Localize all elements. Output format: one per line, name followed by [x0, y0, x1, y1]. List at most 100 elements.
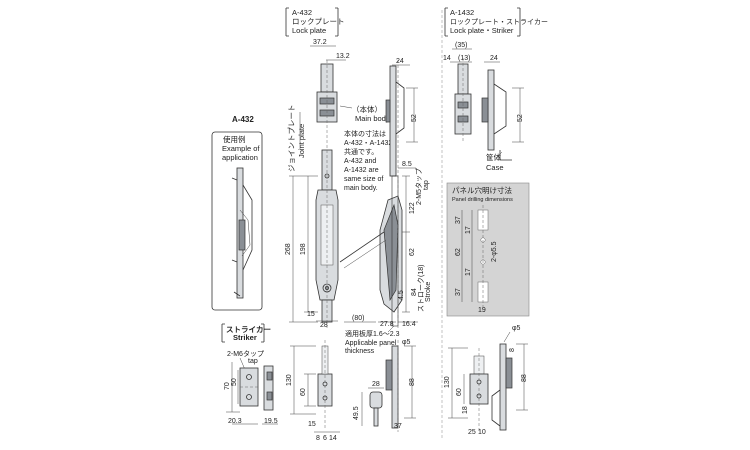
dim-24: 24	[396, 58, 404, 65]
svg-text:A-432 and: A-432 and	[344, 158, 376, 165]
svg-text:main body.: main body.	[344, 185, 378, 192]
dim-37-bot: 37	[455, 288, 462, 296]
dim-18: 18	[462, 406, 469, 414]
dim-13-2: 13.2	[336, 53, 350, 60]
a432-box-en: Lock plate	[292, 26, 326, 35]
a432-striker-front	[317, 340, 333, 430]
a1432-code: A-1432	[450, 8, 474, 17]
size-note: 本体の寸法は A-432・A-1432 共通です。 A-432 and A-14…	[344, 129, 392, 192]
dim-35: (35)	[455, 42, 467, 49]
dim-88: 88	[409, 378, 416, 386]
dim-37b: 37	[394, 423, 402, 430]
dim-62: 62	[409, 248, 416, 256]
dim-5-right: φ5	[512, 325, 521, 332]
dim-8-right: 8	[509, 348, 516, 352]
dim-130b: 130	[444, 376, 451, 388]
striker-title-box: ストライカー Striker	[221, 323, 271, 343]
case-en: Case	[486, 163, 504, 172]
dim-6: 6	[323, 435, 327, 442]
joint-plate-en: Joint plate	[297, 124, 306, 158]
example-en1: Example of	[222, 144, 260, 153]
striker-tap-en: tap	[248, 358, 258, 365]
dim-27-8: 27.8	[380, 321, 394, 328]
svg-text:A-1432 are: A-1432 are	[344, 167, 379, 174]
a432-lockplate-title-box: A-432 ロックプレート Lock plate	[285, 7, 345, 37]
a1432-lockplate-front	[454, 58, 472, 142]
panel-thickness-jp: 適用板厚1.6〜2.3	[345, 329, 400, 338]
panel-thickness-en2: thickness	[345, 348, 375, 355]
a1432-title-box: A-1432 ロックプレート・ストライカー Lock plate・Striker	[444, 7, 548, 37]
main-body-en: Main body	[355, 114, 390, 123]
key-sketch	[369, 391, 383, 427]
dim-5-5: 2-φ5.5	[491, 241, 498, 262]
striker-front-view	[239, 367, 259, 407]
dim-25: 25	[468, 429, 476, 436]
dim-130: 130	[286, 374, 293, 386]
example-box: 使用例 Example of application	[211, 131, 263, 311]
striker-en: Striker	[233, 333, 257, 342]
dim-268: 268	[285, 243, 292, 255]
panel-thickness-en1: Applicable panel	[345, 340, 397, 347]
lock-plate-part	[316, 60, 338, 150]
dim-37-2: 37.2	[313, 39, 327, 46]
dim-62b: 62	[455, 248, 462, 256]
dim-37-top: 37	[455, 216, 462, 224]
svg-text:same size of: same size of	[344, 176, 383, 183]
m5-tap-jp: 2-M5タップ	[414, 168, 423, 205]
a1432-striker-front	[469, 348, 489, 432]
dim-49-5: 49.5	[353, 406, 360, 420]
case-jp: 筐体	[486, 152, 501, 162]
dim-17-top: 17	[465, 226, 472, 234]
striker-side-view	[263, 365, 274, 411]
dim-80: (80)	[352, 315, 364, 322]
main-body-jp: （本体）	[352, 104, 382, 114]
dim-28: 28	[320, 322, 328, 329]
dim-17-bot: 17	[465, 268, 472, 276]
dim-70: 70	[224, 382, 231, 390]
dim-60b: 60	[456, 388, 463, 396]
dim-15b: 15	[308, 421, 316, 428]
striker-jp: ストライカー	[226, 325, 271, 334]
a432-box-jp: ロックプレート	[292, 17, 345, 26]
dim-24b: 24	[490, 55, 498, 62]
main-body-front-view	[315, 149, 339, 330]
dim-19-5: 19.5	[264, 418, 278, 425]
example-en2: application	[222, 153, 258, 162]
dim-50: 50	[231, 378, 238, 386]
dim-28b: 28	[372, 381, 380, 388]
dim-15: 15	[307, 311, 315, 318]
a1432-lockplate-side	[481, 69, 512, 161]
a1432-jp: ロックプレート・ストライカー	[450, 18, 548, 26]
dim-88b: 88	[521, 374, 528, 382]
dim-13p: (13)	[458, 55, 470, 62]
dim-84: 84	[411, 288, 418, 296]
main-body-side-view	[339, 60, 405, 330]
svg-text:共通です。: 共通です。	[344, 147, 378, 156]
dim-198: 198	[300, 243, 307, 255]
dim-60: 60	[300, 388, 307, 396]
dim-8: 8	[316, 435, 320, 442]
dim-16-4: 16.4	[402, 321, 416, 328]
dim-4-5: 4.5	[398, 290, 405, 300]
stroke-en: Stroke	[425, 282, 432, 302]
dim-52: 52	[411, 114, 418, 122]
m5-tap-en: tap	[423, 180, 430, 190]
a1432-en: Lock plate・Striker	[450, 26, 514, 35]
dim-122: 122	[409, 202, 416, 214]
dim-19: 19	[478, 307, 486, 314]
dim-20-3: 20.3	[228, 418, 242, 425]
a432-striker-side	[385, 340, 399, 432]
joint-plate-jp: ジョイントプレート	[287, 105, 296, 173]
svg-text:A-432・A-1432: A-432・A-1432	[344, 140, 392, 147]
panel-drill-jp: パネル穴明け寸法	[452, 185, 512, 195]
dim-14b: 14	[329, 435, 337, 442]
dim-5-mid: φ5	[402, 339, 411, 346]
svg-text:本体の寸法は: 本体の寸法は	[344, 129, 386, 138]
a1432-striker-side	[491, 343, 513, 431]
stroke-jp: ストローク(18)	[417, 265, 425, 312]
dim-52b: 52	[517, 114, 524, 122]
panel-drill-en: Panel drilling dimensions	[452, 197, 513, 203]
a432-left-title: A-432	[232, 115, 254, 124]
dim-8-5: 8.5	[402, 161, 412, 168]
